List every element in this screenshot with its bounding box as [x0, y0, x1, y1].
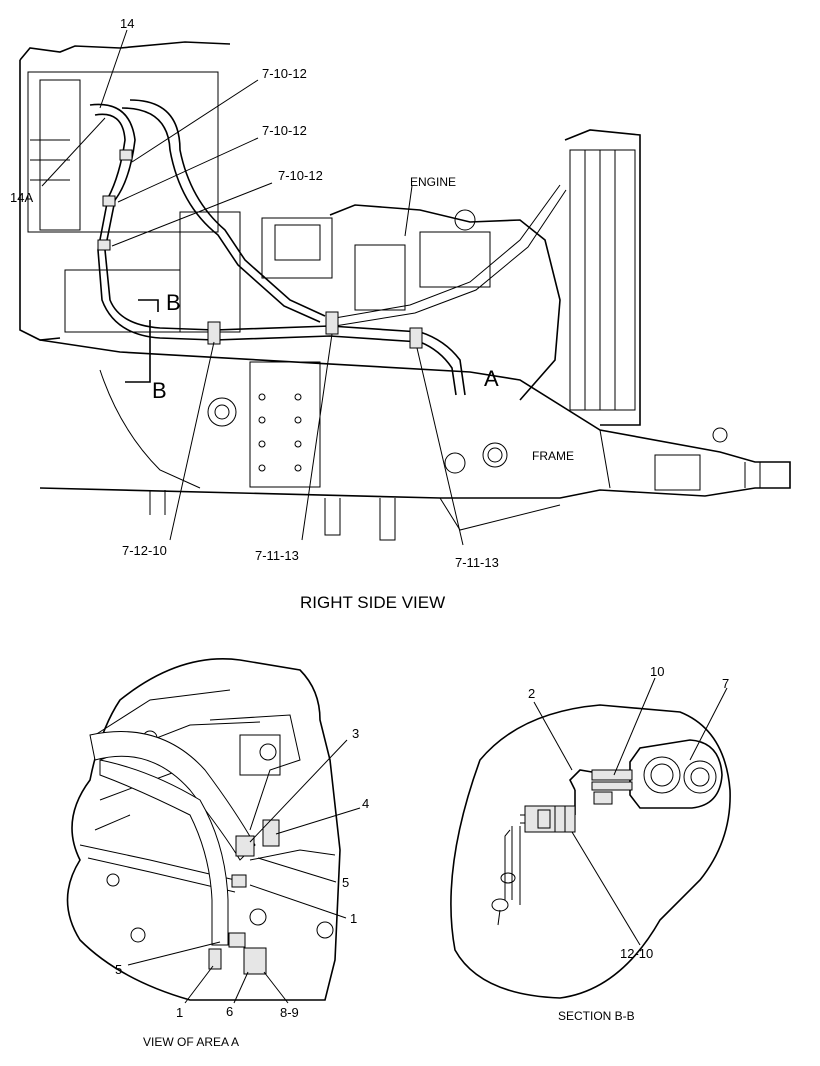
callout-7-10-12-top: 7-10-12: [262, 66, 307, 81]
callout-7-10-12-lower: 7-10-12: [278, 168, 323, 183]
callout-10: 10: [650, 664, 664, 679]
view-of-area-a-labels: 3 4 5 1 5 1 6 8-9 VIEW OF AREA A: [115, 726, 369, 1049]
callout-6: 6: [226, 1004, 233, 1019]
section-b-b-leaders: [533, 677, 728, 946]
area-a-marker: A: [484, 366, 499, 391]
callout-8-9: 8-9: [280, 1005, 299, 1020]
section-b-b-labels: 2 10 7 12-10 SECTION B-B: [528, 664, 729, 1023]
callout-3: 3: [352, 726, 359, 741]
right-side-view-leaders: [41, 29, 464, 546]
section-b-b-drawing: [450, 704, 731, 999]
callout-7: 7: [722, 676, 729, 691]
callout-7-12-10: 7-12-10: [122, 543, 167, 558]
view-of-area-a-title: VIEW OF AREA A: [143, 1035, 239, 1049]
frame-label: FRAME: [532, 449, 574, 463]
view-of-area-a-drawing: [66, 658, 341, 1001]
callout-1-right: 1: [350, 911, 357, 926]
callout-1-bottom: 1: [176, 1005, 183, 1020]
section-b-marker-bottom: B: [152, 378, 167, 403]
callout-7-11-13-left: 7-11-13: [255, 548, 299, 563]
callout-7-10-12-middle: 7-10-12: [262, 123, 307, 138]
callout-12-10: 12-10: [620, 946, 653, 961]
right-side-view-drawing: [19, 41, 791, 541]
section-b-b-title: SECTION B-B: [558, 1009, 635, 1023]
callout-5-left: 5: [115, 962, 122, 977]
callout-7-11-13-right: 7-11-13: [455, 555, 499, 570]
callout-14: 14: [120, 16, 134, 31]
view-of-area-a-leaders: [127, 739, 361, 1004]
right-side-view-title: RIGHT SIDE VIEW: [300, 593, 445, 612]
right-side-view-labels: 14 14A 7-10-12 7-10-12 7-10-12 ENGINE B …: [10, 16, 574, 612]
engine-label: ENGINE: [410, 175, 456, 189]
callout-2: 2: [528, 686, 535, 701]
callout-14a: 14A: [10, 190, 33, 205]
section-b-marker-top: B: [166, 290, 181, 315]
callout-4: 4: [362, 796, 369, 811]
callout-5-right: 5: [342, 875, 349, 890]
